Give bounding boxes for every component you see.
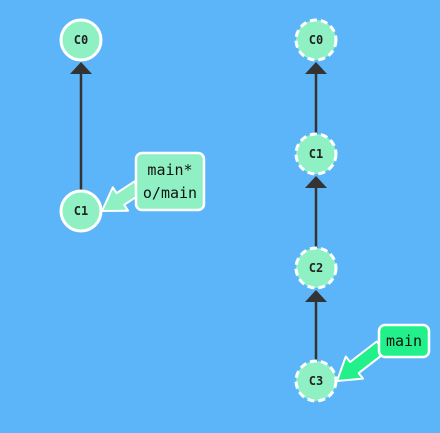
branch-tag[interactable]: main bbox=[336, 323, 431, 382]
branch-label: main bbox=[386, 332, 422, 350]
edge-arrow-icon bbox=[305, 290, 327, 302]
edge-arrow-icon bbox=[70, 62, 92, 74]
commit-circle[interactable] bbox=[59, 18, 103, 62]
edge-C3-C2 bbox=[305, 290, 327, 361]
commit-label: C0 bbox=[74, 33, 88, 47]
commit-circle[interactable] bbox=[294, 132, 338, 176]
branch-box[interactable] bbox=[134, 151, 206, 212]
commit-node-c3[interactable]: C3 bbox=[294, 359, 338, 403]
edge-arrow-icon bbox=[305, 62, 327, 74]
commit-label: C1 bbox=[74, 204, 88, 218]
commit-label: C1 bbox=[309, 147, 323, 161]
branch-tag[interactable]: main* o/main bbox=[101, 151, 206, 212]
commit-circle[interactable] bbox=[294, 18, 338, 62]
branch-label: o/main bbox=[143, 184, 197, 202]
commit-node-c1[interactable]: C1 bbox=[294, 132, 338, 176]
edge-C1-C0 bbox=[70, 62, 92, 191]
commit-node-c0[interactable]: C0 bbox=[59, 18, 103, 62]
branch-label: main* bbox=[147, 161, 192, 179]
edge-C2-C1 bbox=[305, 176, 327, 248]
edge-arrow-icon bbox=[305, 176, 327, 188]
commit-node-c0[interactable]: C0 bbox=[294, 18, 338, 62]
branch-box[interactable] bbox=[377, 323, 431, 359]
commit-node-c2[interactable]: C2 bbox=[294, 246, 338, 290]
commit-circle[interactable] bbox=[294, 246, 338, 290]
commit-label: C0 bbox=[309, 33, 323, 47]
edge-C1-C0 bbox=[305, 62, 327, 134]
commit-label: C3 bbox=[309, 374, 323, 388]
commit-label: C2 bbox=[309, 261, 323, 275]
commit-node-c1[interactable]: C1 bbox=[59, 189, 103, 233]
